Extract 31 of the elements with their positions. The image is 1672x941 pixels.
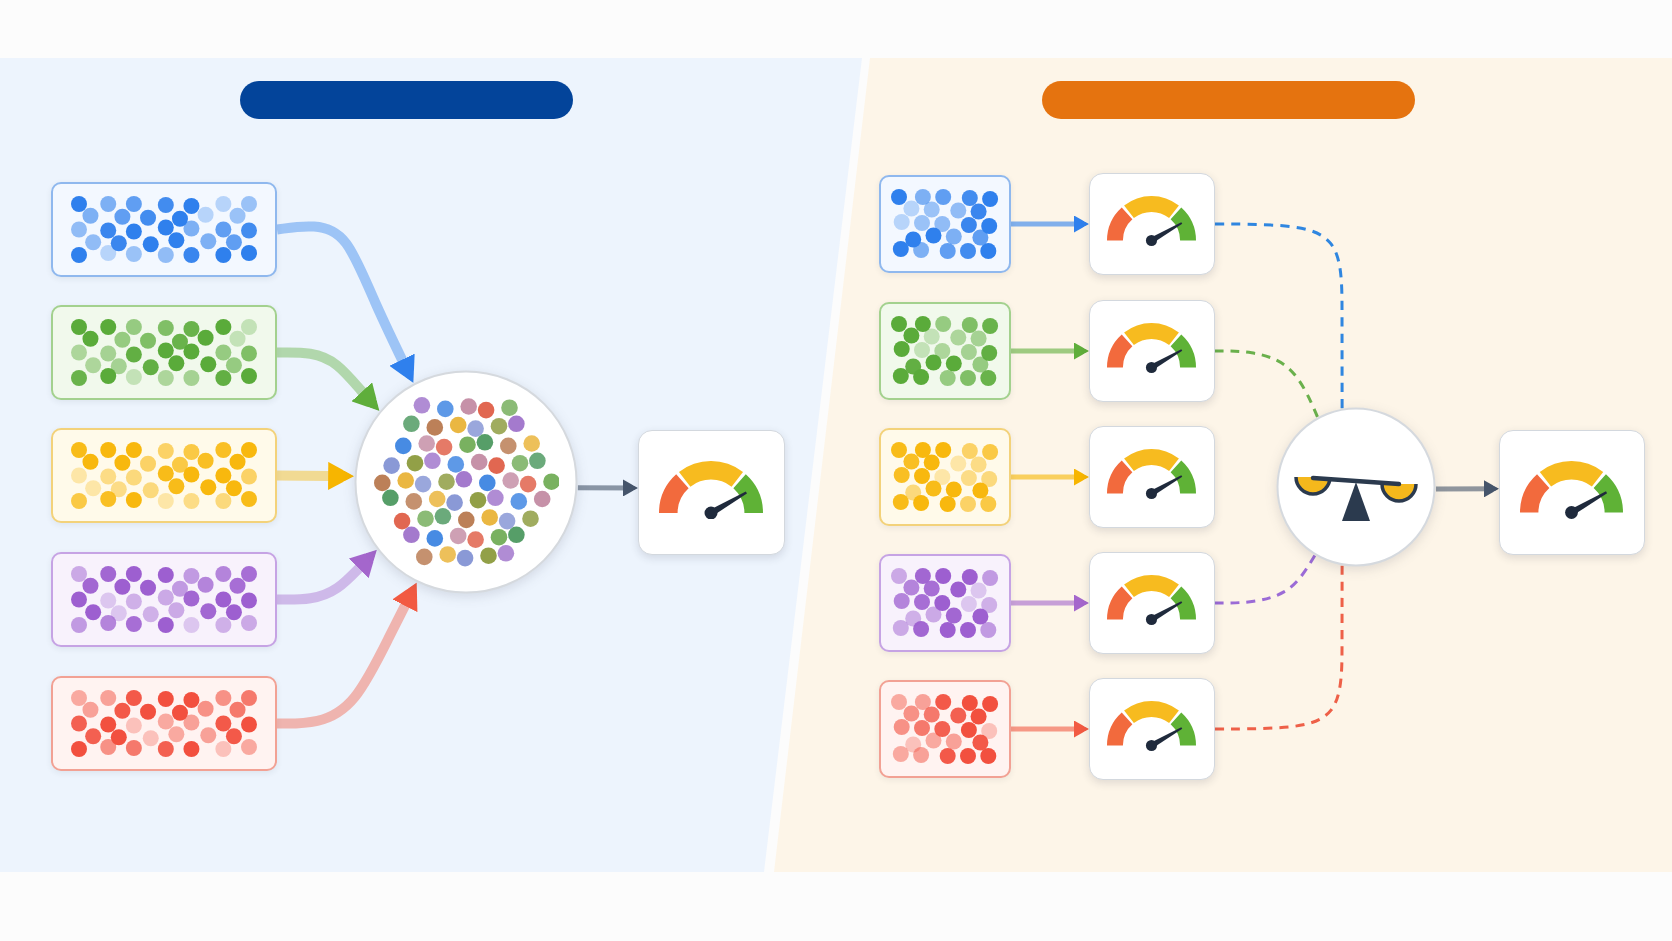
gauge-card (638, 430, 785, 555)
gauge-card (1089, 678, 1215, 780)
gauge-card (1089, 300, 1215, 402)
mixing-circle (354, 370, 578, 594)
gauge-card (1089, 426, 1215, 528)
dashed-connector (1215, 349, 1319, 418)
dot-group-card (51, 182, 277, 277)
dashed-connector (1215, 565, 1344, 731)
gauge-card (1499, 430, 1645, 555)
dot-group-card (51, 552, 277, 647)
dot-group-card (51, 305, 277, 400)
arrow (1435, 480, 1499, 498)
arrow (1011, 215, 1089, 233)
dot-group-card (879, 302, 1011, 400)
arrow (276, 461, 355, 490)
arrow (577, 479, 638, 497)
dot-group-card (51, 676, 277, 771)
dot-group-card (879, 428, 1011, 526)
arrow (1011, 720, 1089, 738)
arrow (1011, 342, 1089, 360)
dot-group-card (879, 554, 1011, 652)
gauge-card (1089, 552, 1215, 654)
dashed-connector (1215, 554, 1317, 605)
arrow (1011, 468, 1089, 486)
dot-group-card (51, 428, 277, 523)
dashed-connector (1215, 222, 1344, 409)
dot-group-card (879, 175, 1011, 273)
balance-circle (1276, 407, 1436, 567)
arrow (1011, 594, 1089, 612)
gauge-card (1089, 173, 1215, 275)
dot-group-card (879, 680, 1011, 778)
